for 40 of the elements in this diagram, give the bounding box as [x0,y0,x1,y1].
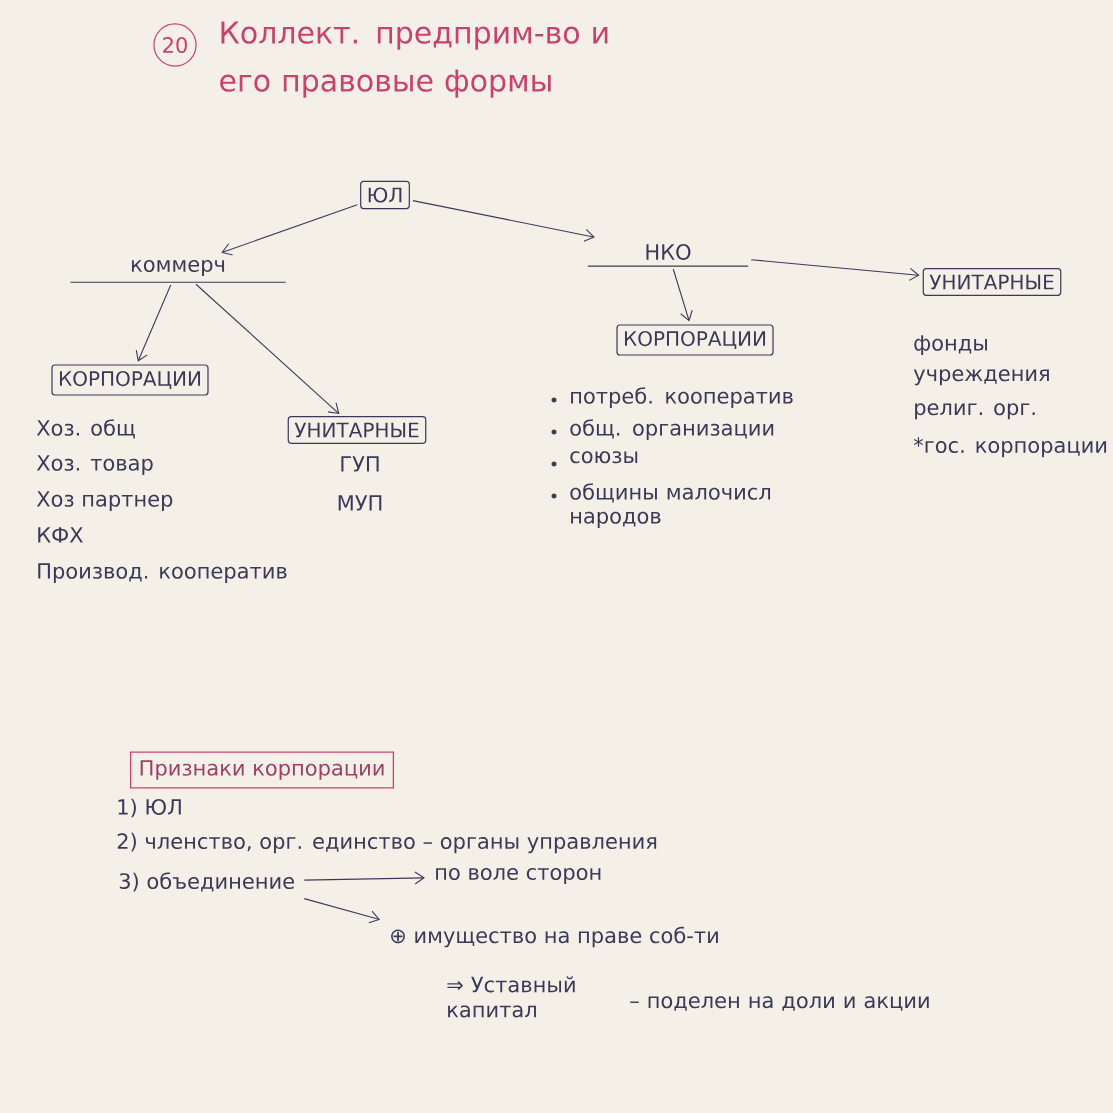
note-text: 1) ЮЛ [118,798,181,818]
arrow [750,259,920,281]
list-item: фонды [914,335,987,355]
category-box: УНИТАРНЫЕ [922,268,1062,296]
arrow [221,204,358,256]
note-text: ⇒ Уставный капитал [447,976,575,1018]
title: Коллект. предприм-во и его правовые формы [220,21,608,98]
list-item: союзы [551,451,638,467]
note-text: 2) членство, орг. единство – органы управления [117,832,657,854]
underlined-heading: коммерч [69,259,287,283]
heading-box: Признаки корпорации [129,751,395,789]
list-item: МУП [338,495,382,511]
arrow [672,268,693,322]
arrow [303,898,381,924]
list-item: религ. орг. [915,403,1035,420]
note-text: – поделен на доли и акции [630,996,929,1011]
category-box: КОРПОРАЦИИ [616,324,774,356]
category-box: КОРПОРАЦИИ [51,364,209,396]
underlined-heading: НКО [587,244,749,267]
list-item: общ. организации [551,419,774,440]
list-item: Хоз партнер [36,491,173,511]
list-item: общины малочисл народов [551,483,771,528]
note-text: 3) объединение [119,872,294,892]
category-box: УНИТАРНЫЕ [287,416,427,444]
list-item: Хоз. общ [36,419,135,439]
category-box: ЮЛ [360,180,410,210]
arrow [195,283,340,415]
note-text: по воле сторон [436,867,601,885]
arrow [135,284,172,362]
list-item: потреб. кооператив [551,387,793,408]
list-item: ГУП [341,456,379,472]
arrow [412,200,595,242]
note-text: ⊕ имущество на праве соб-ти [391,926,718,948]
list-item: Производ. кооператив [38,563,287,583]
list-item: учреждения [913,369,1049,386]
list-item: КФХ [38,527,83,543]
arrow [303,871,425,885]
list-item: Хоз. товар [36,455,153,475]
callout-number: 20 [153,23,197,67]
list-item: *гос. корпорации [913,437,1107,458]
